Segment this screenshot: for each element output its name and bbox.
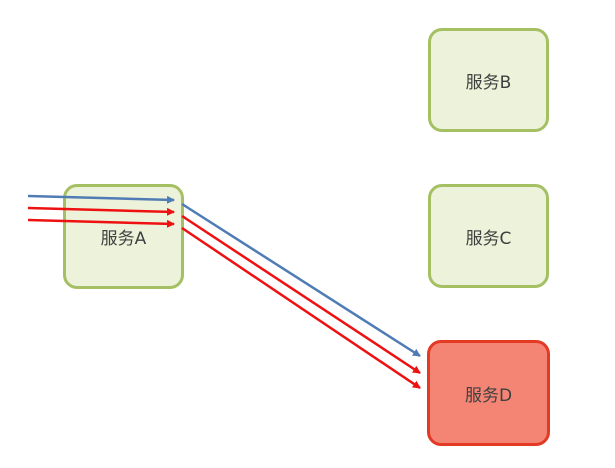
node-service-c-label: 服务C [465, 228, 512, 249]
arrow-red2-diagonal [181, 226, 421, 390]
node-service-b: 服务B [428, 28, 549, 132]
node-service-a: 服务A [63, 184, 184, 289]
node-service-b-label: 服务B [465, 72, 512, 93]
arrow-blue-diagonal [181, 202, 421, 358]
arrow-red1-diagonal [181, 214, 421, 375]
node-service-a-label: 服务A [100, 229, 147, 249]
node-service-d: 服务D [427, 340, 550, 446]
node-service-d-label: 服务D [464, 385, 513, 406]
node-service-c: 服务C [428, 184, 549, 288]
